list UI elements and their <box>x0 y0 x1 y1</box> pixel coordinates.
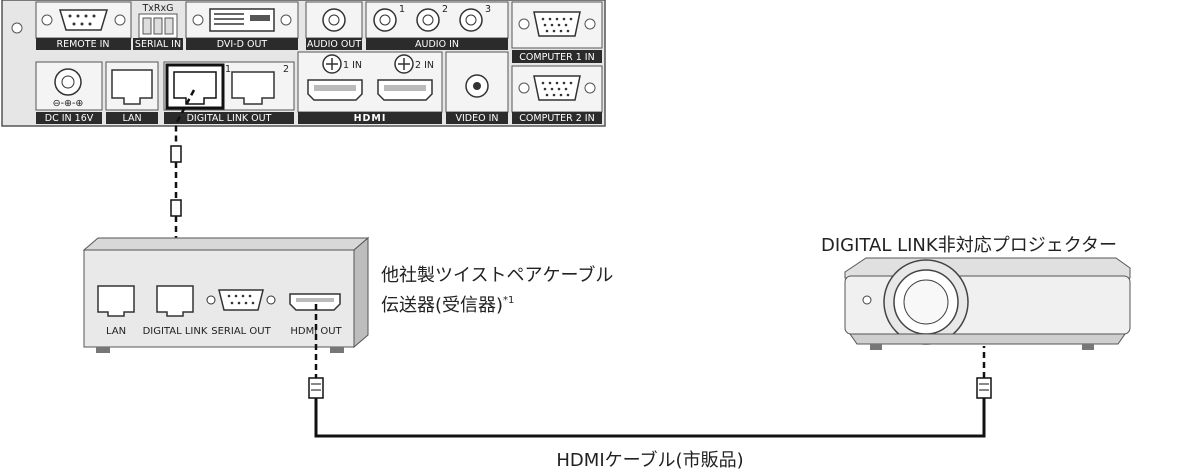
lan-port: LAN <box>105 61 159 124</box>
serial-in-label: SERIAL IN <box>135 39 181 50</box>
digital-link-out-ports: 1 2 DIGITAL LINK OUT <box>163 61 295 124</box>
twisted-pair-receiver: LAN DIGITAL LINK SERIAL OUT HDMI OUT <box>82 236 370 353</box>
video-in-label: VIDEO IN <box>455 113 498 124</box>
hdmi-2-in-label: 2 IN <box>415 60 434 71</box>
remote-in-label: REMOTE IN <box>56 39 109 50</box>
receiver-lan-label: LAN <box>106 326 126 337</box>
projector-caption: DIGITAL LINK非対応プロジェクター <box>821 235 1117 256</box>
video-in-port: VIDEO IN <box>445 51 509 124</box>
hdmi-in-ports: 1 IN 2 IN HDMI <box>297 51 443 124</box>
audio-out-label: AUDIO OUT <box>307 39 361 50</box>
computer-1-in-label: COMPUTER 1 IN <box>519 52 594 63</box>
dc-in-port: ⊖-⊕-⊕ DC IN 16V <box>35 61 103 124</box>
receiver-digital-link-label: DIGITAL LINK <box>143 326 208 337</box>
digital-link-port-1-label: 1 <box>225 64 231 75</box>
projector <box>844 257 1131 350</box>
dc-in-label: DC IN 16V <box>45 113 94 124</box>
computer-2-in-label: COMPUTER 2 IN <box>519 113 594 124</box>
hdmi-1-in-label: 1 IN <box>343 60 362 71</box>
audio-in-3-label: 3 <box>485 4 491 15</box>
receiver-caption-line2: 伝送器(受信器)*1 <box>381 295 514 316</box>
audio-in-1-label: 1 <box>399 4 405 15</box>
lan-label: LAN <box>122 113 141 124</box>
remote-in-port: REMOTE IN <box>35 1 132 50</box>
dvi-d-out-port: DVI-D OUT <box>185 1 299 50</box>
receiver-serial-out-label: SERIAL OUT <box>211 326 271 337</box>
hdmi-logo: HDMI <box>354 113 387 124</box>
audio-out-port: AUDIO OUT <box>305 1 363 50</box>
rear-panel: REMOTE IN TxRxG SERIAL IN DVI-D OUT <box>1 0 606 127</box>
hdmi-cable <box>308 304 992 438</box>
digital-link-out-label: DIGITAL LINK OUT <box>187 113 272 124</box>
svg-text:⊖-⊕-⊕: ⊖-⊕-⊕ <box>53 98 84 109</box>
receiver-caption-line1: 他社製ツイストペアケーブル <box>381 264 613 286</box>
receiver-hdmi-out-label: HDMI OUT <box>290 326 342 337</box>
receiver-caption-footnote: *1 <box>503 295 514 306</box>
audio-in-ports: 1 2 3 AUDIO IN <box>365 1 509 50</box>
dvi-d-out-label: DVI-D OUT <box>217 39 268 50</box>
computer-1-in-port: COMPUTER 1 IN <box>511 1 603 63</box>
digital-link-port-2-label: 2 <box>283 64 289 75</box>
computer-2-in-port: COMPUTER 2 IN <box>511 65 603 124</box>
serial-pins-label: TxRxG <box>141 3 173 14</box>
audio-in-label: AUDIO IN <box>415 39 459 50</box>
hdmi-cable-caption: HDMIケーブル(市販品) <box>556 449 743 471</box>
audio-in-2-label: 2 <box>442 4 448 15</box>
serial-in-port: TxRxG SERIAL IN <box>133 3 183 50</box>
